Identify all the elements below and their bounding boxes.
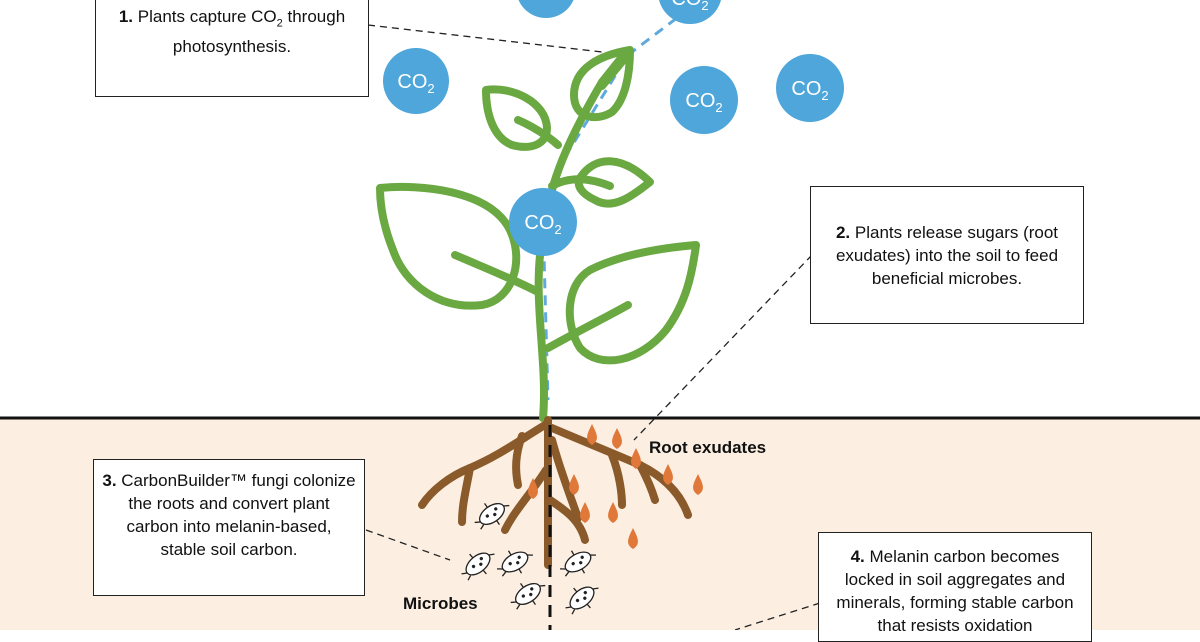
leader-line-2 (633, 254, 813, 441)
root-right-4 (636, 461, 659, 504)
plant-roots (418, 416, 692, 569)
leaf-middle-right-vein (548, 175, 614, 190)
root-right-2 (548, 436, 582, 522)
root-exudates-label: Root exudates (649, 438, 767, 457)
exudate-drop (663, 464, 673, 485)
callout-step-3-number: 3. (102, 471, 117, 490)
exudate-drops (528, 424, 703, 549)
root-left-2 (501, 466, 550, 534)
callout-step-1: 1. Plants capture CO2 through photosynth… (95, 0, 369, 97)
leaf-big-right (565, 241, 700, 365)
co2-main: CO (671, 0, 701, 10)
callout-step-4-number: 4. (850, 547, 865, 566)
co2-main: CO (685, 90, 715, 112)
callout-step-3: 3. CarbonBuilder™ fungi colonize the roo… (93, 459, 365, 596)
microbe (474, 502, 510, 530)
callout-step-2: 2. Plants release sugars (root exudates)… (810, 186, 1084, 324)
co2-main: CO (397, 71, 427, 93)
svg-text:CO2: CO2 (524, 212, 561, 237)
co2-sub: 2 (701, 0, 708, 13)
microbe (497, 550, 533, 577)
leader-line-1 (367, 24, 629, 56)
callout-step-1-subscript: 2 (276, 17, 283, 30)
co2-bubble: CO2 (383, 48, 449, 114)
leaf-upper-left-vein (514, 116, 562, 149)
leaf-top-vein (598, 48, 634, 90)
co2-bubble: CO2 (670, 66, 738, 134)
co2-bubble: CO2 (509, 188, 577, 256)
microbe (461, 552, 495, 581)
leader-line-3 (365, 529, 451, 561)
leaf-upper-left (482, 85, 551, 151)
co2-bubble (518, 0, 574, 18)
leader-line-4 (734, 602, 821, 630)
co2-sub: 2 (715, 100, 722, 115)
callout-step-1-text: Plants capture CO (137, 7, 277, 26)
exudate-drop (608, 502, 618, 523)
svg-text:CO2: CO2 (397, 71, 434, 96)
plant-leaves (376, 46, 700, 365)
callout-step-2-number: 2. (835, 223, 851, 242)
microbes (461, 502, 599, 615)
co2-sub: 2 (427, 81, 434, 96)
exudate-drop (569, 474, 579, 495)
microbe (565, 586, 599, 615)
callout-step-4-text: Melanin carbon becomes locked in soil ag… (836, 547, 1074, 635)
co2-bubble: CO2 (659, 0, 721, 24)
leaf-big-right-vein (544, 301, 632, 352)
svg-text:CO2: CO2 (791, 78, 828, 103)
callout-step-4: 4. Melanin carbon becomes locked in soil… (818, 532, 1092, 642)
root-right-1-branch (608, 451, 626, 509)
exudate-drop (587, 424, 597, 445)
co2-main: CO (791, 78, 821, 100)
exudate-drop (628, 528, 638, 549)
exudate-drop (631, 448, 641, 469)
root-right-3 (546, 496, 589, 544)
microbes-label: Microbes (403, 594, 478, 613)
callout-step-1-text-end: through photosynthesis. (172, 7, 346, 57)
leader-lines (365, 24, 821, 630)
co2-main: CO (524, 212, 554, 234)
exudate-drop (612, 428, 622, 449)
root-left-1-branch (458, 464, 474, 526)
svg-text:CO2: CO2 (685, 90, 722, 115)
leaf-middle-right (574, 157, 654, 208)
co2-sub: 2 (554, 222, 561, 237)
leaf-top (570, 46, 634, 122)
microbe (510, 582, 546, 610)
root-left-2-branch (512, 432, 526, 489)
leaf-big-left (376, 182, 521, 310)
co2-bubbles: CO2 CO2 CO2 CO2 CO2 (383, 0, 844, 256)
callout-step-3-text: CarbonBuilder™ fungi colonize the roots … (121, 471, 356, 559)
co2-bubble: CO2 (776, 54, 844, 122)
exudate-drop (693, 474, 703, 495)
microbe (560, 550, 596, 577)
exudate-drop (528, 478, 538, 499)
exudate-drop (580, 502, 590, 523)
svg-text:CO2: CO2 (671, 0, 708, 13)
callout-step-2-text: Plants release sugars (root exudates) in… (835, 223, 1059, 288)
leaf-big-left-vein (451, 251, 542, 296)
co2-sub: 2 (821, 88, 828, 103)
callout-step-1-number: 1. (118, 7, 134, 26)
